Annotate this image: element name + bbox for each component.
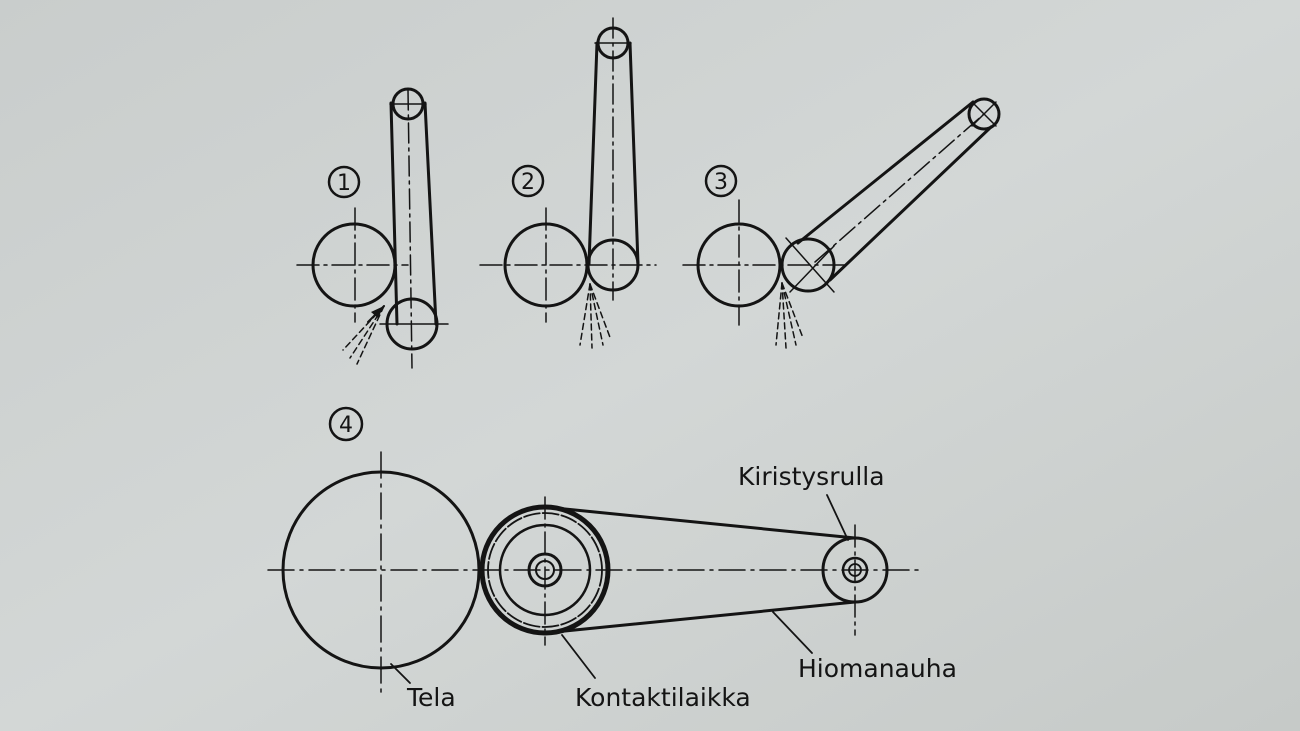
belt-bottom-run — [543, 600, 857, 635]
variant-1-drawing — [296, 87, 449, 369]
variant-2-number-circle — [511, 164, 545, 198]
label-belt: Hiomanauha — [798, 654, 957, 683]
variant-3-drawing — [682, 97, 1001, 349]
label-contact-disc: Kontaktilaikka — [575, 683, 751, 712]
variant-4-number-circle — [328, 406, 364, 442]
variant-1-number: 1 — [337, 171, 351, 196]
variant-4-drawing — [267, 406, 921, 693]
leader-belt — [772, 611, 813, 654]
belt-top-run — [543, 505, 857, 540]
variant-3-number: 3 — [714, 170, 728, 195]
leader-roll — [390, 663, 411, 684]
variant-1-number-circle — [327, 165, 361, 199]
variant-3-number-circle — [704, 164, 738, 198]
label-tensioner: Kiristysrulla — [738, 462, 885, 491]
variant-2-number: 2 — [521, 170, 535, 195]
leader-contact-disc — [561, 634, 596, 679]
variant-4-number: 4 — [339, 413, 353, 438]
label-roll: Tela — [406, 683, 456, 712]
variant-2-drawing — [479, 17, 657, 349]
variant-3-top-pulley — [967, 97, 1001, 131]
leader-tensioner — [826, 494, 849, 541]
variant-3-contact-wheel — [780, 237, 836, 293]
